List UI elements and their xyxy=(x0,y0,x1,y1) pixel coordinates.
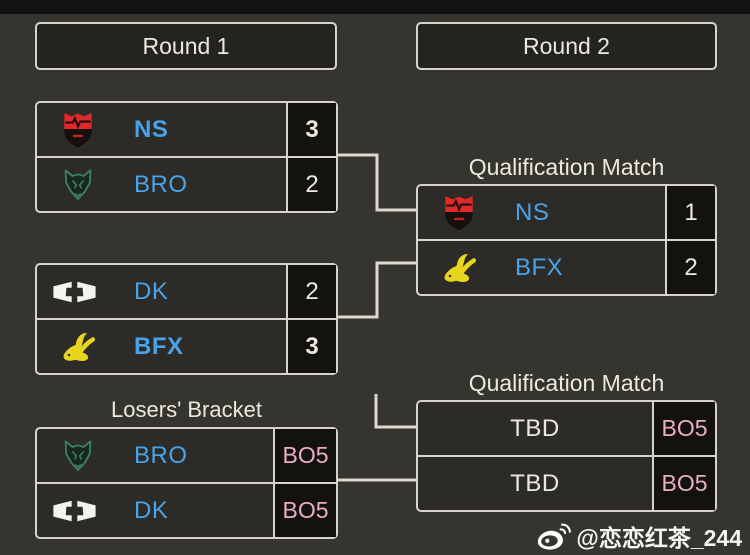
team-row-bfx: BFX 2 xyxy=(418,241,715,294)
team-name: BRO xyxy=(134,441,188,469)
team-name: DK xyxy=(134,496,169,524)
match-card-qual-tbd-tbd: TBD BO5 TBD BO5 xyxy=(416,400,717,512)
team-row-bro: BRO BO5 xyxy=(37,429,336,484)
team-row-bro: BRO 2 xyxy=(37,158,336,211)
round-1-header: Round 1 xyxy=(35,22,337,70)
team-name: BFX xyxy=(515,253,564,281)
team-name: BRO xyxy=(134,170,188,198)
round-2-title: Round 2 xyxy=(523,32,610,59)
watermark: @恋恋红茶_244 xyxy=(535,519,742,553)
team-name: NS xyxy=(134,115,169,143)
weibo-icon xyxy=(535,522,572,551)
match-format-badge: BO5 xyxy=(652,402,715,455)
team-row-tbd: TBD BO5 xyxy=(418,402,715,457)
bfx-logo-icon xyxy=(59,327,97,367)
team-row-ns: NS 3 xyxy=(37,103,336,158)
team-row-tbd: TBD BO5 xyxy=(418,457,715,510)
team-row-dk: DK BO5 xyxy=(37,484,336,537)
dk-logo-icon xyxy=(53,491,97,531)
losers-bracket-label: Losers' Bracket xyxy=(111,397,262,422)
match-card-round1-ns-bro: NS 3 BRO 2 xyxy=(35,101,338,213)
match-format-badge: BO5 xyxy=(273,484,336,537)
watermark-text: @恋恋红茶_244 xyxy=(576,525,742,551)
qualification-match-label: Qualification Match xyxy=(468,154,665,180)
team-score: 3 xyxy=(286,103,336,156)
bro-logo-icon xyxy=(59,436,97,476)
match-card-round1-dk-bfx: DK 2 BFX 3 xyxy=(35,263,338,375)
team-score: 1 xyxy=(665,186,715,239)
qualification-match-label: Qualification Match xyxy=(468,370,665,396)
team-score: 2 xyxy=(286,158,336,211)
team-name: TBD xyxy=(510,414,560,442)
round-1-title: Round 1 xyxy=(142,32,230,59)
team-name: TBD xyxy=(510,469,560,497)
team-score: 2 xyxy=(665,241,715,294)
match-card-losers-bro-dk: BRO BO5 DK BO5 xyxy=(35,427,338,539)
ns-logo-icon xyxy=(440,193,478,233)
team-row-dk: DK 2 xyxy=(37,265,336,320)
team-name: NS xyxy=(515,198,550,226)
team-row-ns: NS 1 xyxy=(418,186,715,241)
team-name: DK xyxy=(134,277,169,305)
team-score: 2 xyxy=(286,265,336,318)
match-format-badge: BO5 xyxy=(273,429,336,482)
round-2-header: Round 2 xyxy=(416,22,717,70)
match-format-badge: BO5 xyxy=(652,457,715,510)
match-card-qual-ns-bfx: NS 1 BFX 2 xyxy=(416,184,717,296)
bro-logo-icon xyxy=(59,165,97,205)
dk-logo-icon xyxy=(53,272,97,312)
team-row-bfx: BFX 3 xyxy=(37,320,336,373)
team-score: 3 xyxy=(286,320,336,373)
top-letterbox-bar xyxy=(0,0,750,14)
bfx-logo-icon xyxy=(440,248,478,288)
team-name: BFX xyxy=(134,332,184,360)
ns-logo-icon xyxy=(59,110,97,150)
